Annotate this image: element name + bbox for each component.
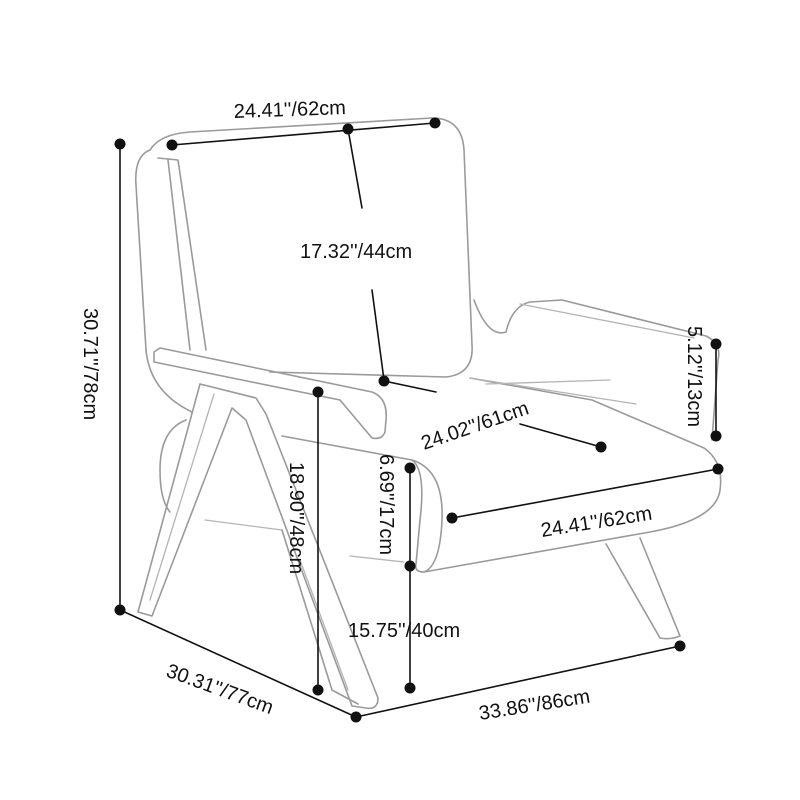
armrest-floor-height-label: 18.90''/48cm [285, 462, 307, 574]
overall-width-label: 33.86''/86cm [477, 686, 591, 725]
armrest-height-dot-bottom [710, 430, 722, 442]
seat-depth-line-b [519, 423, 602, 448]
back-height-label: 17.32''/44cm [300, 241, 412, 263]
armrest-height-label: 5.12''/13cm [683, 326, 705, 427]
armrest-floor-dot-bottom [312, 684, 324, 696]
back-height-line-bottom [371, 289, 385, 381]
armrest-plank [153, 347, 388, 440]
overall-depth-label: 30.31''/77cm [163, 660, 276, 719]
back-width-label: 24.41''/62cm [233, 97, 346, 123]
rear-leg [281, 529, 359, 705]
overall-width-line [355, 645, 681, 718]
cushion-thickness-label: 6.69''/17cm [375, 454, 397, 555]
back-height-dot-top [342, 123, 354, 135]
backrest-inner-edge [134, 149, 151, 351]
back-width-dot-left [166, 139, 178, 151]
dimension-labels: 24.41''/62cm 17.32''/44cm 30.71''/78cm 5… [79, 97, 705, 725]
total-height-label: 30.71''/78cm [79, 308, 101, 420]
front-right-leg [605, 537, 681, 640]
rear-leg-inner [299, 559, 349, 691]
seat-width-line [451, 468, 719, 519]
total-height-dot-top [114, 138, 126, 150]
seat-depth-dot-right [595, 441, 607, 453]
back-width-dot-right [429, 117, 441, 129]
left-side-body [145, 349, 193, 413]
front-left-leg [137, 383, 379, 710]
seat-height-dot-bottom [404, 682, 416, 694]
back-height-line-top [347, 128, 363, 209]
dimension-lines [114, 117, 724, 723]
backrest-side-panel [157, 157, 207, 351]
overall-depth-line [119, 609, 357, 718]
seat-width-label: 24.41''/62cm [539, 503, 653, 542]
seat-width-dot-left [446, 512, 458, 524]
seat-cushion-front [411, 459, 443, 573]
backrest-side-panel-inner [167, 159, 191, 351]
right-armrest-line [519, 303, 695, 339]
rear-cushion-bulge [159, 419, 187, 513]
seat-seam [469, 377, 637, 405]
seat-width-dot-right [712, 463, 724, 475]
seat-height-label: 15.75''/40cm [348, 620, 460, 642]
seat-seam-2 [485, 379, 611, 385]
backrest-outline [149, 117, 473, 378]
leg-crossbar [204, 519, 283, 531]
seat-depth-line-a [383, 380, 437, 393]
seat-depth-label: 24.02''/61cm [418, 397, 531, 454]
armrest-height-dot-top [710, 338, 722, 350]
cushion-thickness-dot-top [404, 462, 416, 474]
armrest-floor-dot-top [312, 386, 324, 398]
front-left-leg-edge [149, 393, 215, 601]
under-seat-line [349, 555, 405, 563]
overall-width-dot-right [674, 640, 686, 652]
back-width-line [171, 122, 436, 146]
